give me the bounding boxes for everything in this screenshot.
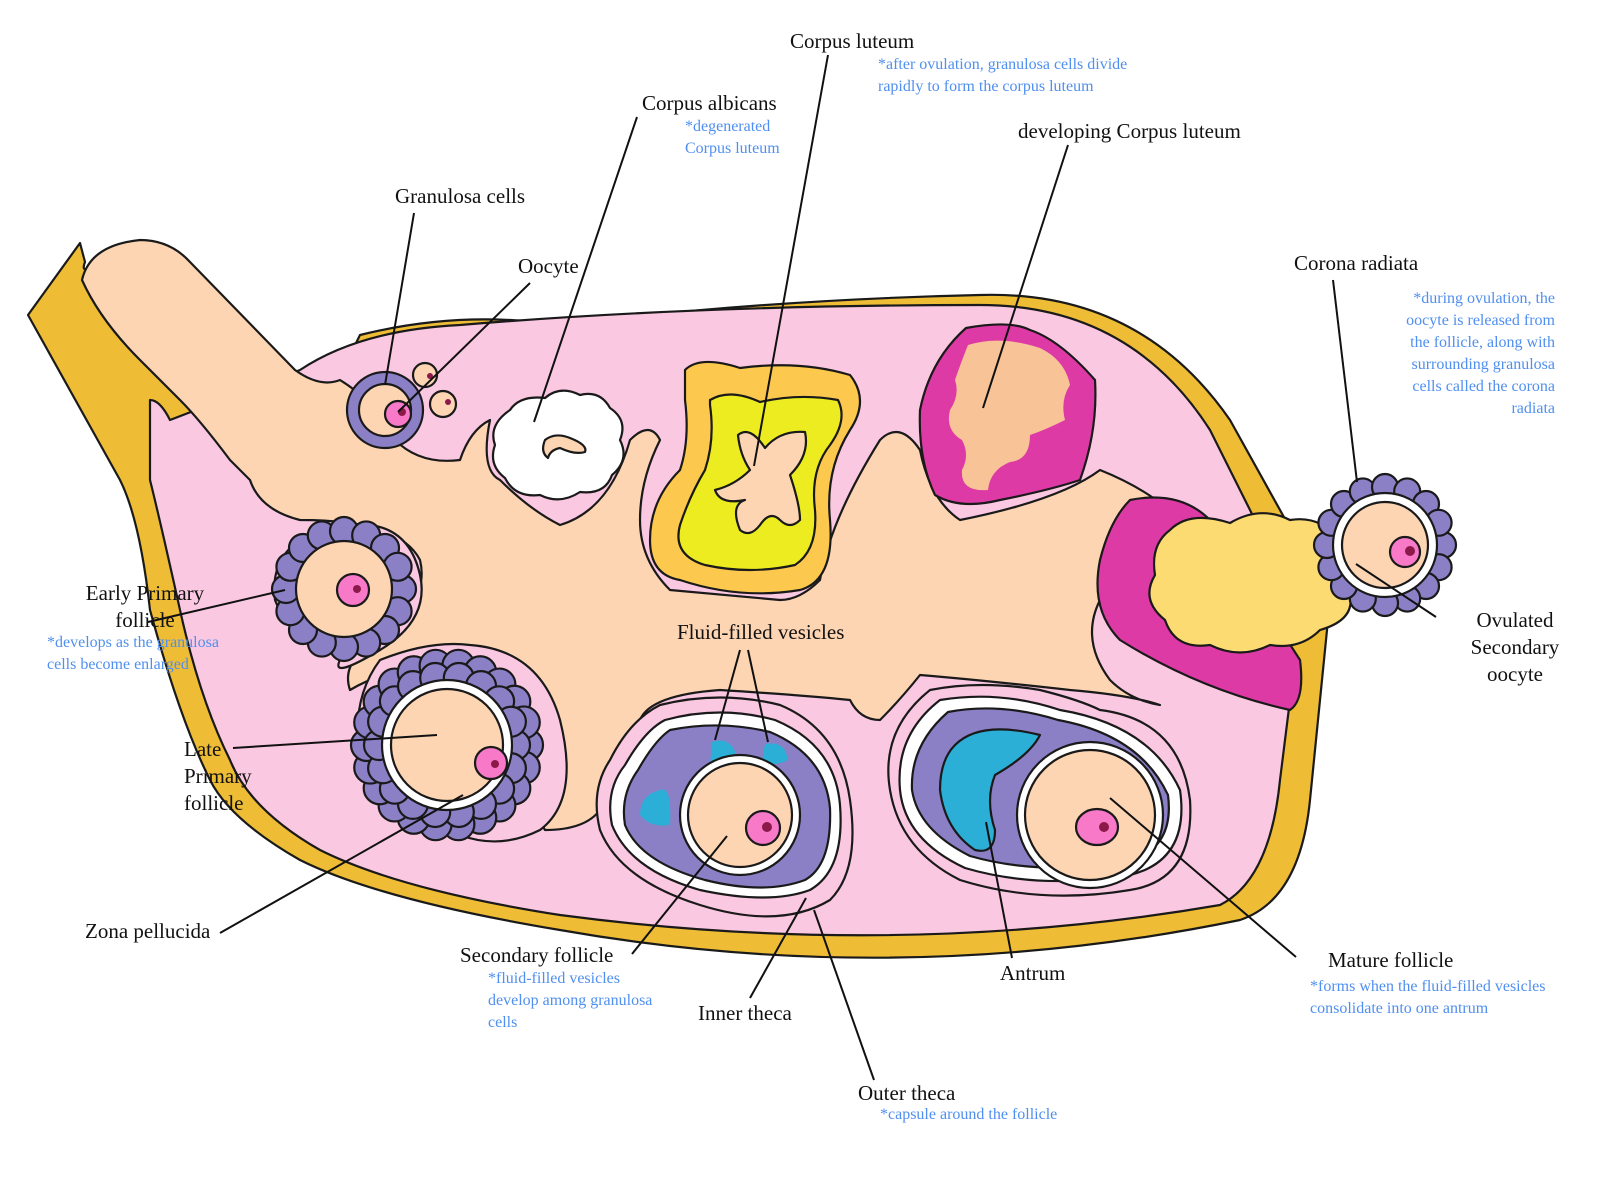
label-line: Early Primary — [85, 581, 205, 605]
label-line: Primary — [184, 764, 252, 788]
note-line: Corpus luteum — [685, 140, 780, 157]
note-line: *during ovulation, the — [1413, 290, 1555, 307]
note-line: cells become enlarged — [47, 656, 189, 673]
note-early-primary-follicle: *develops as the granulosa cells become … — [47, 632, 219, 676]
note-line: cells called the corona — [1412, 378, 1555, 395]
label-outer-theca: Outer theca — [858, 1081, 956, 1105]
early-primary-follicle — [270, 515, 423, 670]
late-primary-follicle — [349, 642, 568, 843]
note-line: rapidly to form the corpus luteum — [878, 78, 1094, 95]
note-mature-follicle: *forms when the fluid-filled vesicles co… — [1310, 976, 1546, 1020]
label-mature-follicle: Mature follicle — [1328, 948, 1454, 972]
label-line: follicle — [115, 608, 175, 632]
label-inner-theca: Inner theca — [698, 1001, 792, 1025]
note-line: consolidate into one antrum — [1310, 1000, 1489, 1017]
note-line: *after ovulation, granulosa cells divide — [878, 56, 1128, 73]
note-line: *capsule around the follicle — [880, 1106, 1058, 1123]
note-line: *fluid-filled vesicles — [488, 970, 620, 987]
label-early-primary-follicle: Early Primary follicle — [50, 580, 240, 634]
note-line: the follicle, along with — [1410, 334, 1555, 351]
note-line: radiata — [1511, 400, 1555, 417]
note-line: *develops as the granulosa — [47, 634, 219, 651]
label-corpus-luteum: Corpus luteum — [790, 29, 915, 53]
leader-lines — [147, 54, 1437, 1081]
ovulating-follicle — [1096, 472, 1458, 712]
label-ovulated-secondary-oocyte: Ovulated Secondary oocyte — [1450, 607, 1580, 688]
note-line: *forms when the fluid-filled vesicles — [1310, 978, 1546, 995]
secondary-follicle — [595, 696, 854, 918]
note-corpus-albicans: *degenerated Corpus luteum — [685, 116, 780, 160]
label-secondary-follicle: Secondary follicle — [460, 943, 614, 967]
note-secondary-follicle: *fluid-filled vesicles develop among gra… — [488, 968, 652, 1034]
note-outer-theca: *capsule around the follicle — [880, 1104, 1057, 1126]
developing-corpus-luteum — [918, 323, 1097, 506]
note-corpus-luteum: *after ovulation, granulosa cells divide… — [878, 54, 1127, 98]
mature-follicle — [887, 683, 1192, 897]
label-line: follicle — [184, 791, 244, 815]
label-antrum: Antrum — [1000, 961, 1066, 985]
label-corpus-albicans: Corpus albicans — [642, 91, 777, 115]
note-line: cells — [488, 1014, 518, 1031]
primordial-follicle — [345, 361, 458, 450]
corpus-luteum — [648, 360, 862, 595]
note-line: *degenerated — [685, 118, 771, 135]
label-line: Ovulated — [1476, 608, 1554, 632]
label-corona-radiata: Corona radiata — [1294, 251, 1419, 275]
corpus-albicans — [491, 389, 625, 501]
note-line: oocyte is released from — [1406, 312, 1555, 329]
label-line: Secondary — [1470, 635, 1560, 659]
label-developing-corpus-luteum: developing Corpus luteum — [1018, 119, 1241, 143]
label-line: oocyte — [1487, 662, 1543, 686]
note-line: surrounding granulosa — [1411, 356, 1555, 373]
label-late-primary-follicle: Late Primary follicle — [184, 736, 252, 817]
label-zona-pellucida: Zona pellucida — [85, 919, 211, 943]
label-line: Late — [184, 737, 222, 761]
note-line: develop among granulosa — [488, 992, 653, 1009]
note-corona-radiata: *during ovulation, the oocyte is release… — [1406, 288, 1555, 420]
label-fluid-filled-vesicles: Fluid-filled vesicles — [677, 620, 845, 644]
label-oocyte: Oocyte — [518, 254, 579, 278]
label-granulosa-cells: Granulosa cells — [395, 184, 526, 208]
